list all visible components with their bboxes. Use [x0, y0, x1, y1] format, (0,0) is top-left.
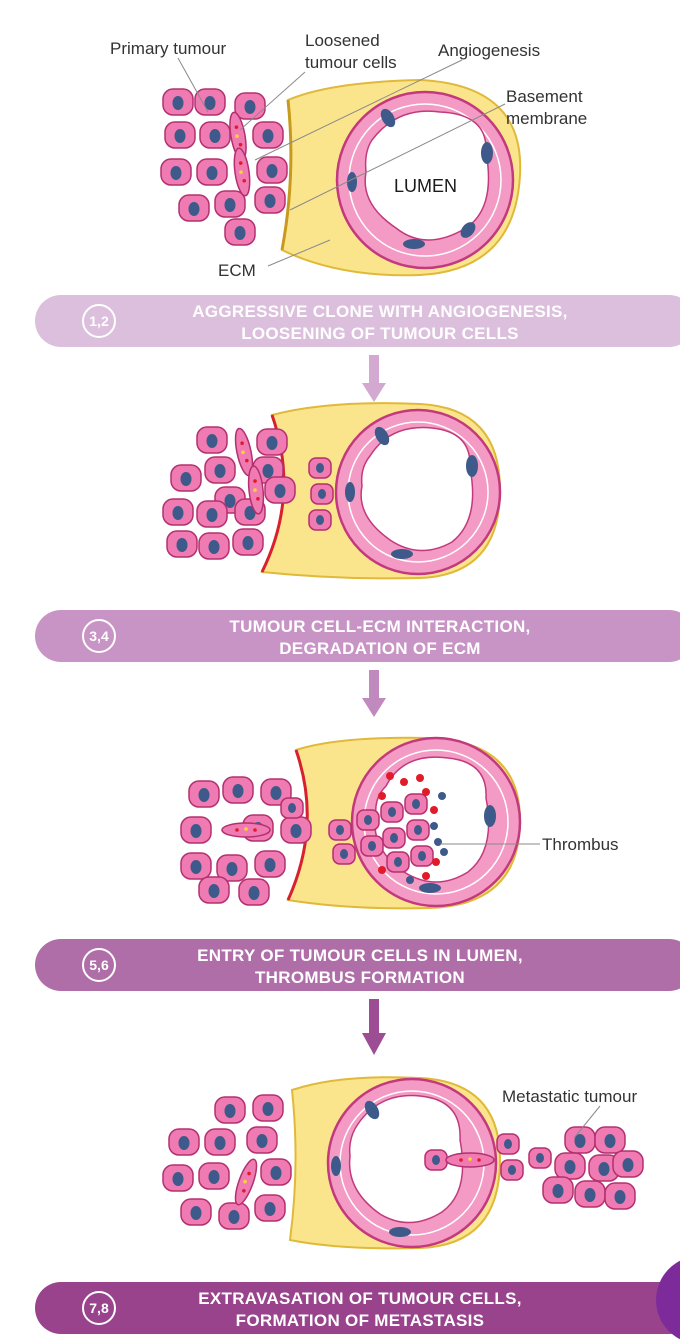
- arrow-down-2: [362, 670, 386, 717]
- basement-membrane: [280, 99, 293, 251]
- step-text-2-line2: DEGRADATION OF ECM: [279, 639, 481, 658]
- metastatic-tumour-cells: [542, 1126, 644, 1210]
- stage-2-illustration: [162, 402, 502, 580]
- label-ecm: ECM: [218, 261, 256, 280]
- primary-tumour-cells: [160, 88, 288, 246]
- label-lumen: LUMEN: [394, 176, 457, 196]
- step-number-2: 3,4: [89, 628, 109, 644]
- label-metastatic-tumour: Metastatic tumour: [502, 1087, 637, 1106]
- label-angiogenesis: Angiogenesis: [438, 41, 540, 60]
- primary-tumour-cells: [162, 1094, 292, 1230]
- step-banner-3: 5,6 ENTRY OF TUMOUR CELLS IN LUMEN, THRO…: [35, 939, 680, 991]
- step-text-1-line2: LOOSENING OF TUMOUR CELLS: [241, 324, 519, 343]
- label-primary-tumour: Primary tumour: [110, 39, 227, 58]
- step-number-4: 7,8: [89, 1300, 109, 1316]
- step-number-3: 5,6: [89, 957, 109, 973]
- step-text-3-line2: THROMBUS FORMATION: [255, 968, 465, 987]
- vessel-lumen: [360, 426, 474, 552]
- stage-3-illustration: Thrombus: [180, 736, 619, 910]
- step-text-4-line2: FORMATION OF METASTASIS: [236, 1311, 485, 1330]
- step-banner-2: 3,4 TUMOUR CELL-ECM INTERACTION, DEGRADA…: [35, 610, 680, 662]
- label-basement-line1: Basement: [506, 87, 583, 106]
- arrow-down-1: [362, 355, 386, 402]
- label-loosened-line2: tumour cells: [305, 53, 397, 72]
- stage-4-illustration: Metastatic tumour: [162, 1076, 644, 1250]
- label-thrombus: Thrombus: [542, 835, 619, 854]
- step-text-2-line1: TUMOUR CELL-ECM INTERACTION,: [229, 617, 530, 636]
- step-banner-4: 7,8 EXTRAVASATION OF TUMOUR CELLS, FORMA…: [35, 1282, 680, 1334]
- label-basement-line2: membrane: [506, 109, 587, 128]
- step-text-1-line1: AGGRESSIVE CLONE WITH ANGIOGENESIS,: [192, 302, 567, 321]
- stage-1-illustration: Primary tumour Loosened tumour cells Ang…: [110, 31, 587, 280]
- label-loosened-line1: Loosened: [305, 31, 380, 50]
- corner-decoration: [656, 1260, 680, 1340]
- step-number-1: 1,2: [89, 313, 109, 329]
- step-text-4-line1: EXTRAVASATION OF TUMOUR CELLS,: [198, 1289, 522, 1308]
- step-text-3-line1: ENTRY OF TUMOUR CELLS IN LUMEN,: [197, 946, 523, 965]
- vessel-lumen: [348, 1094, 464, 1224]
- thrombus-cells: [380, 793, 434, 873]
- step-banner-1: 1,2 AGGRESSIVE CLONE WITH ANGIOGENESIS, …: [35, 295, 680, 347]
- arrow-down-3: [362, 999, 386, 1055]
